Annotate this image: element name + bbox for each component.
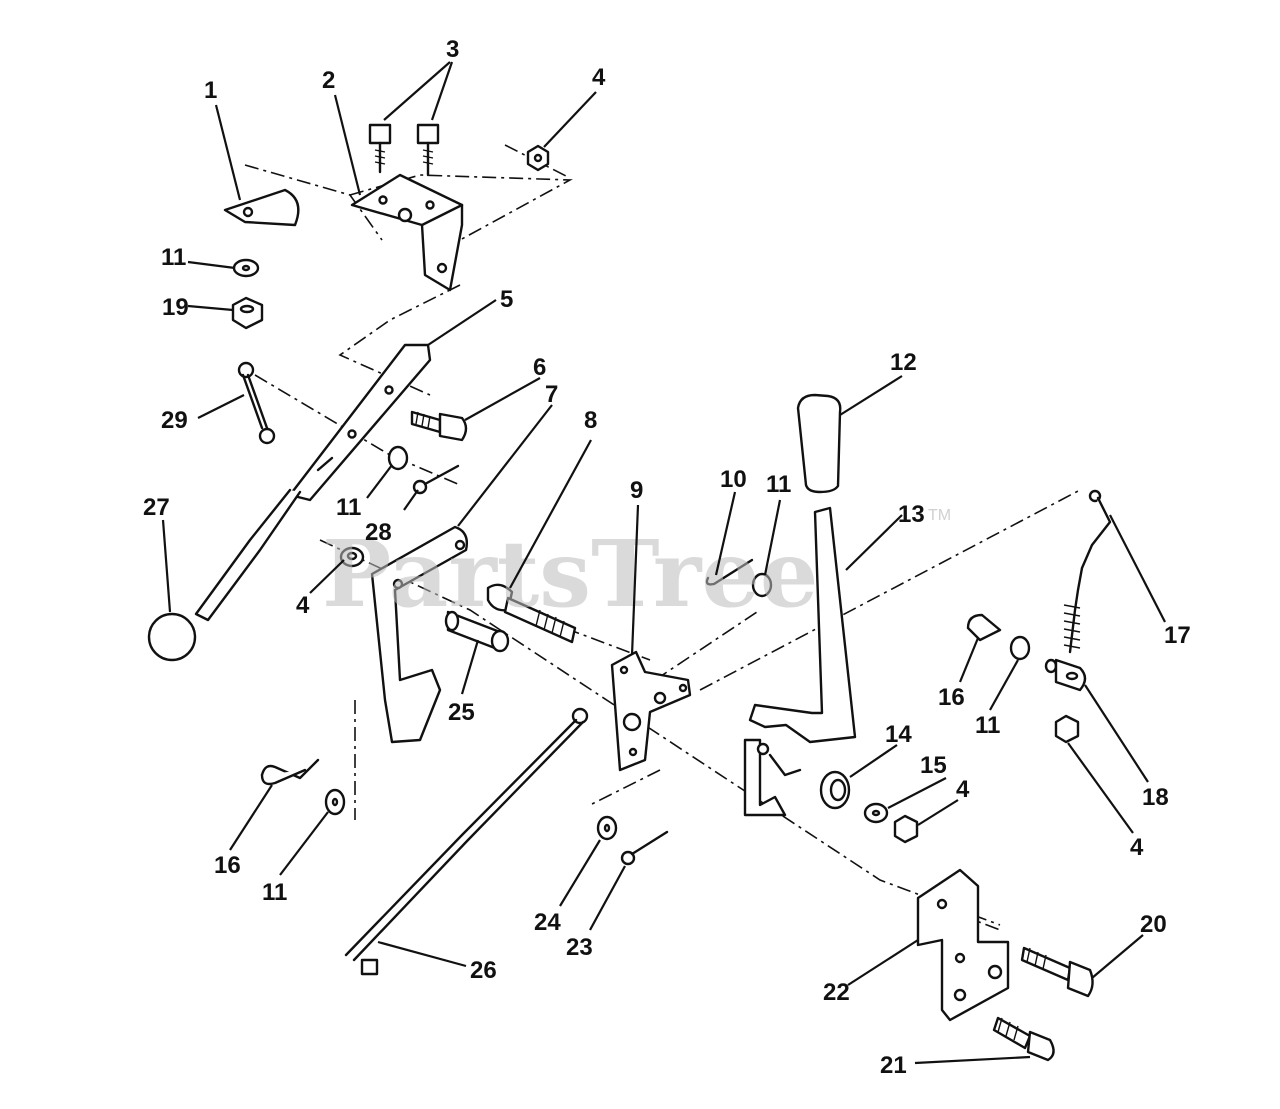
callout-12[interactable]: 12 [890,349,917,376]
part-7-bracket[interactable] [370,525,469,744]
watermark-trademark: TM [928,507,951,524]
callout-16-right[interactable]: 16 [938,684,965,711]
part-4-nut-right[interactable] [1054,714,1080,744]
part-11-washer-right[interactable] [1009,635,1031,661]
part-3-bolts[interactable] [368,123,440,177]
callout-11-center[interactable]: 11 [766,471,791,498]
callout-11-bottom-left[interactable]: 11 [262,879,287,906]
part-23-cotter-pin[interactable] [620,830,669,866]
part-12-grip[interactable] [796,393,842,494]
part-1-clip[interactable] [223,188,300,227]
part-8-bolt[interactable] [486,583,577,644]
part-29-link-rod[interactable] [237,361,276,445]
part-2-bracket[interactable] [350,173,464,292]
callout-21[interactable]: 21 [880,1052,907,1079]
callout-11-right[interactable]: 11 [975,712,1000,739]
callout-6[interactable]: 6 [533,354,546,381]
watermark: PartsTree TM [322,507,951,628]
callout-4-top[interactable]: 4 [592,64,606,91]
part-21-bolt[interactable] [992,1016,1055,1062]
callout-26[interactable]: 26 [470,957,497,984]
callout-22[interactable]: 22 [823,979,850,1006]
leader-lines [161,61,1166,1065]
callout-27[interactable]: 27 [143,494,170,521]
callout-28[interactable]: 28 [365,519,392,546]
part-24-washer[interactable] [596,815,618,841]
callout-4-left[interactable]: 4 [296,592,310,619]
part-16-hairpin-clip-left[interactable] [260,758,320,786]
part-10-cotter-pin[interactable] [705,558,754,586]
part-15-washer[interactable] [863,802,889,824]
callout-17[interactable]: 17 [1164,622,1191,649]
part-4-nut-top[interactable] [526,144,550,172]
part-25-spacer-tube[interactable] [444,610,510,653]
callout-4-right[interactable]: 4 [1130,834,1144,861]
callout-5[interactable]: 5 [500,286,513,313]
callout-13[interactable]: 13 [898,501,925,528]
callout-8[interactable]: 8 [584,407,597,434]
part-6-bolt[interactable] [410,410,468,442]
callout-9[interactable]: 9 [630,477,643,504]
callout-18[interactable]: 18 [1142,784,1169,811]
part-26-long-rod[interactable] [344,707,589,976]
callout-19[interactable]: 19 [162,294,189,321]
callout-2[interactable]: 2 [322,67,335,94]
part-4-nut-left[interactable] [339,546,365,568]
part-13-handle-lever[interactable] [743,506,857,817]
part-17-control-rod[interactable] [1063,489,1112,654]
part-11-washer-bottom-left[interactable] [324,788,346,816]
part-27-knob[interactable] [147,612,197,662]
callout-1[interactable]: 1 [204,77,217,104]
part-4-nut-center[interactable] [893,814,919,844]
callout-7[interactable]: 7 [545,381,558,408]
part-18-swivel[interactable] [1044,658,1087,692]
part-11-washer-center[interactable] [751,572,773,598]
callout-11-top[interactable]: 11 [161,244,186,271]
part-11-washer-mid[interactable] [387,445,409,471]
part-14-bushing[interactable] [819,770,851,810]
part-16-hairpin-clip-right[interactable] [966,613,1002,642]
part-11-washer-top[interactable] [232,258,260,278]
callout-3[interactable]: 3 [446,36,459,63]
callout-14[interactable]: 14 [885,721,912,748]
callout-20[interactable]: 20 [1140,911,1167,938]
part-20-bolt[interactable] [1020,946,1094,998]
part-9-plate[interactable] [610,650,692,772]
callout-10[interactable]: 10 [720,466,747,493]
callout-29[interactable]: 29 [161,407,188,434]
callout-numbers: 1 2 3 4 5 6 7 8 9 10 11 11 11 11 11 12 1… [143,36,1191,1079]
callout-16-left[interactable]: 16 [214,852,241,879]
part-19-nut[interactable] [231,296,264,330]
callout-11-mid[interactable]: 11 [336,494,361,521]
callout-25[interactable]: 25 [448,699,475,726]
callout-15[interactable]: 15 [920,752,947,779]
callout-23[interactable]: 23 [566,934,593,961]
callout-24[interactable]: 24 [534,909,561,936]
callout-4-center[interactable]: 4 [956,776,970,803]
watermark-text: PartsTree [322,520,818,628]
part-22-mounting-bracket[interactable] [916,868,1010,1022]
part-5-lever-arm[interactable] [194,343,432,622]
part-28-cotter-pin[interactable] [412,464,460,495]
